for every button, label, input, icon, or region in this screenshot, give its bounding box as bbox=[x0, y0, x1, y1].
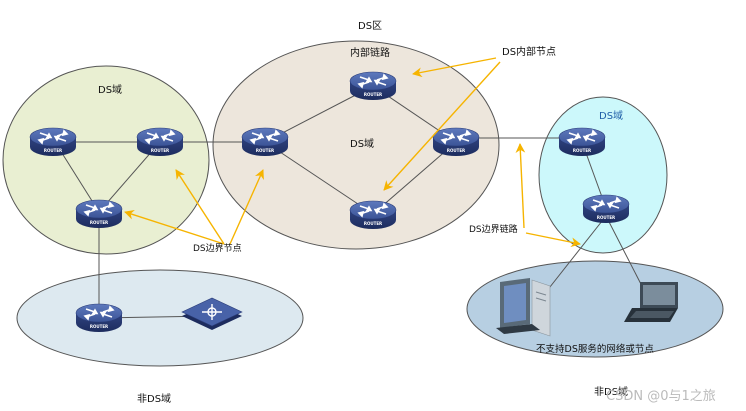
router-ds-boundary-left bbox=[241, 127, 289, 157]
desktop-computer-icon bbox=[496, 278, 551, 337]
ds-boundary-node-label: DS边界节点 bbox=[193, 243, 242, 254]
laptop-icon bbox=[624, 282, 678, 322]
router-right-2 bbox=[582, 194, 630, 224]
unsupported-nodes-label: 不支持DS服务的网络或节点 bbox=[536, 343, 654, 355]
annotation-arrows bbox=[124, 57, 581, 248]
router-left-2 bbox=[136, 127, 184, 157]
router-ds-boundary-right bbox=[432, 127, 480, 157]
internal-link-label: 内部链路 bbox=[350, 46, 390, 59]
router-non-ds bbox=[75, 303, 123, 333]
router-ds-internal-bottom bbox=[349, 200, 397, 230]
ds-zone bbox=[212, 40, 500, 250]
ds-domain-right-label: DS域 bbox=[599, 109, 623, 122]
left-ds-domain bbox=[2, 65, 210, 255]
non-ds-domain-left-label: 非DS域 bbox=[137, 392, 171, 405]
router-left-3 bbox=[75, 199, 123, 229]
ds-domain-left-label: DS域 bbox=[98, 83, 122, 96]
ds-boundary-link-label: DS边界链路 bbox=[469, 223, 518, 235]
ds-domain-center-label: DS域 bbox=[350, 137, 374, 150]
ds-zone-title: DS区 bbox=[358, 20, 382, 32]
non-ds-domain-right-label: 非DS域 bbox=[594, 385, 628, 398]
ds-internal-node-label: DS内部节点 bbox=[502, 45, 556, 58]
router-left-1 bbox=[29, 127, 77, 157]
non-ds-domain-left-shape bbox=[16, 269, 304, 367]
router-right-1 bbox=[558, 127, 606, 157]
router-ds-internal-top bbox=[349, 71, 397, 101]
switch-icon bbox=[181, 297, 243, 330]
watermark: CSDN @0与1之旅 bbox=[606, 389, 716, 404]
